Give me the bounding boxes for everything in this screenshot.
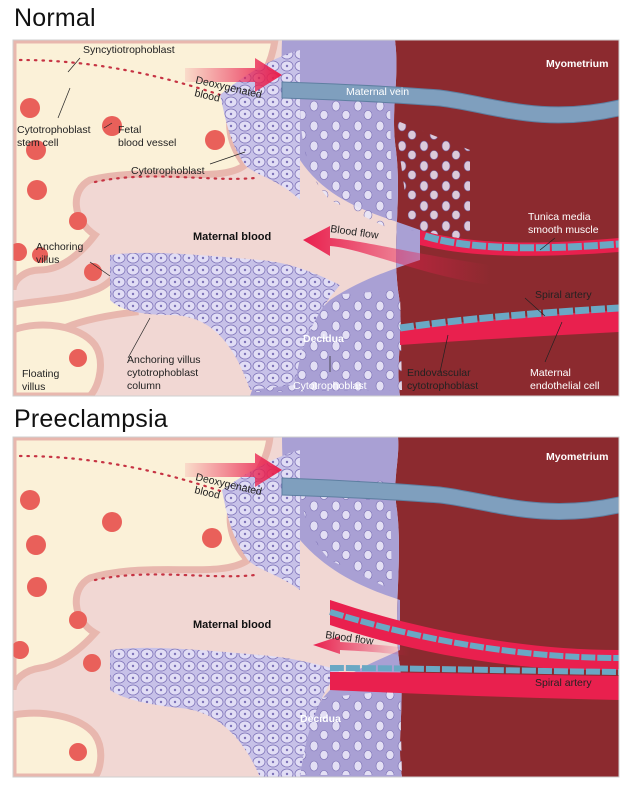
label-column-1: Anchoring villus bbox=[127, 354, 201, 366]
label-cytotrophoblast-lower: Cytotrophoblast bbox=[293, 380, 367, 392]
label-column-2: cytotrophoblast bbox=[127, 367, 198, 379]
label-maternal-blood: Maternal blood bbox=[193, 231, 271, 243]
label-column-3: column bbox=[127, 380, 161, 392]
preeclampsia-scene bbox=[11, 437, 619, 777]
label-tunica-2: smooth muscle bbox=[528, 224, 599, 236]
label-decidua-p2: Decidua bbox=[300, 713, 341, 725]
panel-title-preeclampsia: Preeclampsia bbox=[14, 405, 168, 434]
label-decidua: Decidua bbox=[303, 333, 344, 345]
label-endovascular-1: Endovascular bbox=[407, 367, 471, 379]
label-tunica-1: Tunica media bbox=[528, 211, 591, 223]
label-endothelial-2: endothelial cell bbox=[530, 380, 599, 392]
label-spiral-artery: Spiral artery bbox=[535, 289, 592, 301]
label-endovascular-2: cytotrophoblast bbox=[407, 380, 478, 392]
label-syncytiotrophoblast: Syncytiotrophoblast bbox=[83, 44, 175, 56]
label-fetal-2: blood vessel bbox=[118, 137, 176, 149]
label-ct-stem-2: stem cell bbox=[17, 137, 58, 149]
label-fetal-1: Fetal bbox=[118, 124, 141, 136]
label-maternal-vein: Maternal vein bbox=[346, 86, 409, 98]
label-floating-2: villus bbox=[22, 381, 45, 393]
label-endothelial-1: Maternal bbox=[530, 367, 571, 379]
label-cytotrophoblast-upper: Cytotrophoblast bbox=[131, 165, 205, 177]
label-anchoring-2: villus bbox=[36, 254, 59, 266]
label-floating-1: Floating bbox=[22, 368, 60, 380]
label-myometrium: Myometrium bbox=[546, 58, 608, 70]
label-ct-stem-1: Cytotrophoblast bbox=[17, 124, 91, 136]
label-anchoring-1: Anchoring bbox=[36, 241, 83, 253]
label-myometrium-p2: Myometrium bbox=[546, 451, 608, 463]
label-spiral-artery-p2: Spiral artery bbox=[535, 677, 592, 689]
label-maternal-blood-p2: Maternal blood bbox=[193, 619, 271, 631]
